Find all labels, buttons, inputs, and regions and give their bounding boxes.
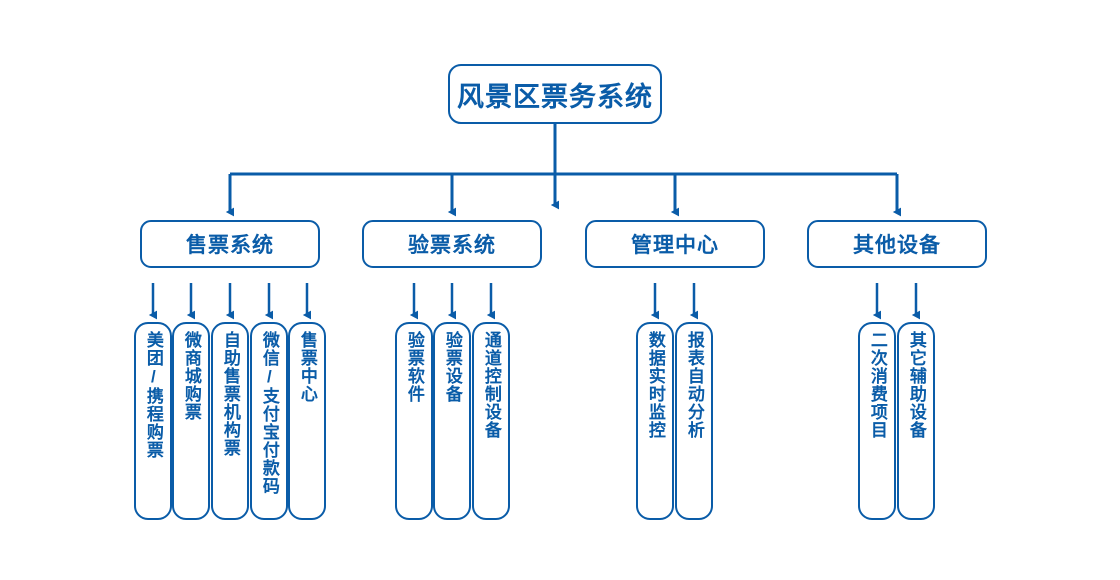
node-leaf-label: 售票中心 (297, 331, 317, 403)
node-group-sales[interactable]: 售票系统 (140, 220, 320, 268)
node-leaf-label: 通道控制设备 (481, 331, 501, 439)
node-leaf-label: 验票软件 (404, 331, 424, 403)
node-leaf[interactable]: 其它辅助设备 (897, 322, 935, 520)
edge-group-4-to-leaves (872, 283, 921, 320)
node-group-management[interactable]: 管理中心 (585, 220, 765, 268)
node-group-inspection[interactable]: 验票系统 (362, 220, 542, 268)
node-leaf-label: 数据实时监控 (645, 331, 665, 439)
node-leaf[interactable]: 微信/支付宝付款码 (250, 322, 288, 520)
node-leaf-label: 自助售票机构票 (220, 331, 240, 457)
node-group-other[interactable]: 其他设备 (807, 220, 987, 268)
node-leaf-label: 二次消费项目 (867, 331, 887, 439)
node-leaf[interactable]: 数据实时监控 (636, 322, 674, 520)
node-leaf-label: 微信/支付宝付款码 (259, 331, 279, 495)
node-leaf[interactable]: 微商城购票 (172, 322, 210, 520)
node-leaf-label: 其它辅助设备 (906, 331, 926, 439)
node-leaf[interactable]: 自助售票机构票 (211, 322, 249, 520)
node-group-label: 管理中心 (631, 234, 719, 257)
edge-group-3-to-leaves (650, 283, 699, 320)
edge-group-2-to-leaves (409, 283, 496, 320)
node-root[interactable]: 风景区票务系统 (448, 64, 662, 124)
node-leaf[interactable]: 验票软件 (395, 322, 433, 520)
node-leaf[interactable]: 报表自动分析 (675, 322, 713, 520)
node-group-label: 售票系统 (186, 234, 274, 257)
node-leaf[interactable]: 验票设备 (433, 322, 471, 520)
node-leaf-label: 报表自动分析 (684, 331, 704, 439)
node-root-label: 风景区票务系统 (457, 81, 653, 112)
node-group-label: 其他设备 (853, 234, 941, 257)
node-leaf-label: 验票设备 (442, 331, 462, 403)
node-group-label: 验票系统 (408, 234, 496, 257)
node-leaf[interactable]: 通道控制设备 (472, 322, 510, 520)
edge-group-1-to-leaves (148, 283, 312, 320)
node-leaf-label: 微商城购票 (181, 331, 201, 421)
node-leaf[interactable]: 二次消费项目 (858, 322, 896, 520)
node-leaf-label: 美团/携程购票 (143, 331, 163, 459)
node-leaf[interactable]: 售票中心 (288, 322, 326, 520)
node-leaf[interactable]: 美团/携程购票 (134, 322, 172, 520)
